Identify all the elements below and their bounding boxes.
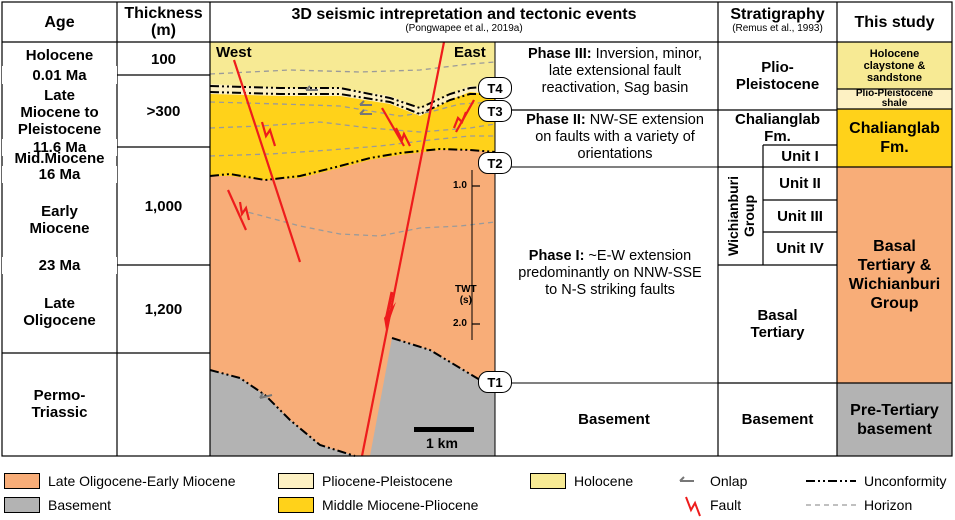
header-seismic: 3D seismic intrepretation and tectonic e… (210, 2, 718, 42)
age-boundary-16: 16 Ma (2, 166, 117, 183)
age-early-miocene: Early Miocene (29, 203, 90, 237)
legend-mid-miocene: Middle Miocene-Pliocene (322, 497, 479, 513)
age-mid-miocene: Mid.Miocene (14, 150, 105, 167)
header-stratigraphy: Stratigraphy (Remus et al., 1993) (718, 2, 837, 42)
twt-tick-1: 1.0 (453, 180, 467, 191)
strat-wichianburi-label: Wichianburi Group (724, 176, 757, 256)
holocene-layer (210, 42, 495, 108)
phase-1-title: Phase I: (528, 248, 585, 264)
age-boundary-116: 11.6 Ma (2, 139, 117, 156)
basement-body (210, 370, 355, 456)
legend-swatch-plio-pleistocene (278, 473, 314, 489)
tie-label-t1: T1 (478, 371, 512, 393)
basement-body-east (370, 338, 495, 456)
phase-1: Phase I: ~E-W extension predominantly on… (502, 248, 718, 299)
study-chalianglab: Chalianglab Fm. (849, 120, 940, 156)
horizon-lines (209, 61, 496, 237)
header-seismic-title: 3D seismic intrepretation and tectonic e… (291, 6, 637, 23)
thickness-late-miocene: >300 (146, 102, 181, 120)
thickness-early-miocene: 1,000 (144, 197, 183, 215)
twt-label-line2: (s) (459, 295, 472, 306)
twt-tick-2: 2.0 (453, 318, 467, 329)
tie-label-t4: T4 (478, 77, 512, 99)
header-seismic-citation: (Pongwapee et al., 2019a) (405, 23, 523, 34)
legend-swatch-holocene (530, 473, 566, 489)
legend-fault: Fault (710, 497, 742, 513)
strat-unit-3: Unit III (777, 207, 823, 225)
strat-wichianburi: Wichianburi Group (718, 167, 763, 265)
tie-label-t3: T3 (478, 100, 512, 122)
label-east: East (454, 44, 486, 61)
strat-unit-2: Unit II (779, 175, 821, 192)
header-stratigraphy-citation: (Remus et al., 1993) (732, 23, 823, 34)
twt-label-line1: TWT (455, 284, 477, 295)
unconformity-lines (209, 85, 496, 457)
age-boundary-23: 23 Ma (2, 257, 117, 274)
phase-2-title: Phase II: (526, 112, 586, 128)
strat-unit-1: Unit I (781, 147, 819, 165)
legend-swatch-late-oligocene (4, 473, 40, 489)
phase-2-text: NW-SE extension on faults with a variety… (535, 112, 704, 162)
legend-late-oligocene: Late Oligocene-Early Miocene (48, 473, 236, 489)
legend-swatch-basement (4, 497, 40, 513)
tie-label-t2: T2 (478, 152, 512, 174)
phase-3: Phase III: Inversion, minor, late extens… (512, 46, 718, 97)
header-thickness-unit: (m) (151, 22, 176, 39)
legend-holocene: Holocene (574, 473, 634, 489)
strat-plio-pleistocene: Plio- Pleistocene (735, 59, 820, 93)
legend-onlap: Onlap (710, 473, 748, 489)
strat-basal-tertiary: Basal Tertiary (750, 307, 805, 341)
study-basal-wichianburi: Basal Tertiary & Wichianburi Group (848, 238, 941, 312)
phase-basement: Basement (578, 411, 650, 428)
main-fault-arrowhead (384, 302, 396, 330)
study-pre-tertiary: Pre-Tertiary basement (850, 401, 939, 438)
age-late-oligocene: Late Oligocene (23, 295, 96, 329)
this-study-basement-fill (837, 383, 952, 456)
phase-1-text: ~E-W extension predominantly on NNW-SSE … (518, 248, 702, 298)
study-plio-shale: Plio-Pleistocene shale (855, 88, 934, 109)
legend-basement: Basement (48, 497, 112, 513)
legend-swatch-mid-miocene (278, 497, 314, 513)
legend-horizon: Horizon (864, 497, 913, 513)
header-stratigraphy-title: Stratigraphy (730, 6, 825, 23)
age-boundary-001: 0.01 Ma (2, 66, 117, 84)
phase-2: Phase II: NW-SE extension on faults with… (512, 112, 718, 163)
legend-plio-pleistocene: Pliocene-Pleistocene (322, 473, 453, 489)
twt-label: TWT (s) (455, 284, 477, 306)
thickness-late-oligocene: 1,200 (144, 300, 183, 318)
age-late-miocene: Late Miocene to Pleistocene (17, 86, 102, 138)
onlap-markers (259, 85, 372, 399)
header-this-study: This study (854, 13, 935, 31)
study-holocene: Holocene claystone & sandstone (863, 47, 926, 84)
thickness-holocene: 100 (150, 51, 177, 68)
this-study-plio-fill (837, 89, 952, 109)
strat-unit-4: Unit IV (776, 240, 824, 257)
age-holocene: Holocene (25, 46, 94, 64)
strat-basement: Basement (741, 411, 814, 428)
this-study-basal-fill (837, 167, 952, 383)
label-west: West (216, 44, 252, 61)
seismic-section (209, 41, 496, 457)
legend-unconformity: Unconformity (864, 473, 947, 489)
header-thickness: Thickness (m) (117, 2, 210, 42)
header-age: Age (44, 13, 75, 31)
header-thickness-label: Thickness (124, 5, 203, 22)
this-study-holocene-fill (837, 42, 952, 89)
scale-bar (414, 427, 474, 432)
this-study-chalianglab-fill (837, 109, 952, 167)
scale-label: 1 km (426, 435, 458, 451)
fault-motion-arrows (238, 111, 468, 221)
legend-symbols (679, 476, 856, 517)
phase-3-title: Phase III: (527, 46, 592, 62)
strat-chalianglab: Chalianglab Fm. (734, 111, 820, 145)
age-permo-triassic: Permo- Triassic (31, 387, 88, 421)
phase-3-text: Inversion, minor, late extensional fault… (541, 46, 703, 96)
